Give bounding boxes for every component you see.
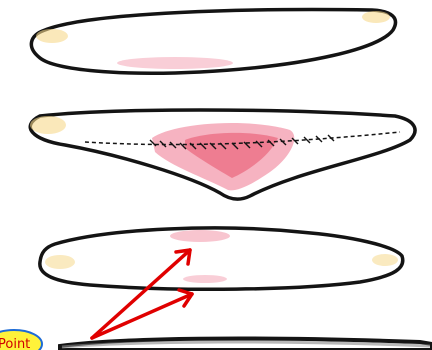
upper-tip-right-tint	[362, 11, 390, 23]
lower-tip-right-tint	[372, 254, 398, 266]
lower-pink-tint-top	[170, 230, 230, 242]
point-callout: Point	[0, 330, 42, 350]
lower-pink-tint-bottom	[183, 275, 227, 283]
sutured-shape	[30, 110, 415, 199]
lower-lip-shape	[40, 228, 403, 289]
upper-tip-left-tint	[36, 29, 68, 43]
bottom-partial-shape	[60, 339, 432, 350]
lower-tip-left-tint	[45, 255, 75, 269]
upper-pink-tint	[117, 57, 233, 69]
upper-lip-shape	[31, 10, 395, 74]
point-label: Point	[0, 337, 30, 350]
sutured-tip-left-tint	[30, 116, 66, 134]
arrow-to-lower-spot	[92, 294, 192, 338]
